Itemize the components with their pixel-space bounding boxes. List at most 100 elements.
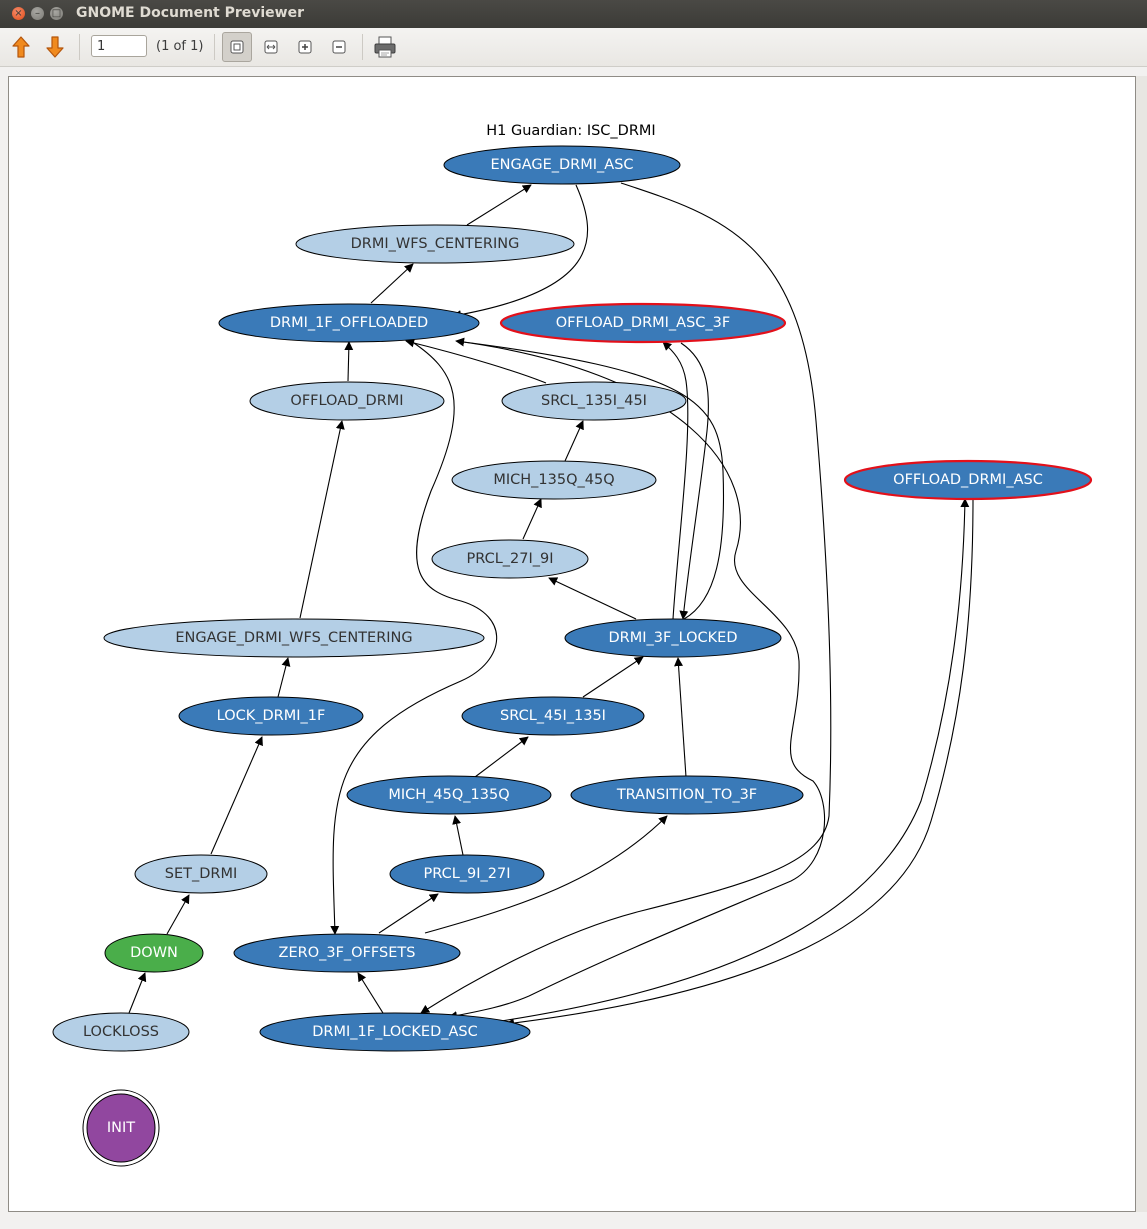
best-fit-button[interactable] [222,32,252,62]
node-drmi-1f-offloaded[interactable]: DRMI_1F_OFFLOADED [218,303,480,343]
node-label: MICH_135Q_45Q [493,472,614,488]
node-label: DRMI_1F_OFFLOADED [270,315,428,331]
edge-offload-asc-3f-3f-locked [679,342,709,620]
edge-mich-135q-srcl-135i [564,420,584,462]
node-label: DRMI_WFS_CENTERING [351,236,520,252]
edge-engage-wfs-offload-drmi [299,420,345,619]
edge-1f-locked-asc-zero-3f [357,972,384,1014]
zoom-in-button[interactable] [290,32,320,62]
node-init[interactable]: INIT [82,1089,160,1167]
node-offload-drmi[interactable]: OFFLOAD_DRMI [249,381,445,421]
node-label: DRMI_1F_LOCKED_ASC [312,1024,478,1040]
toolbar-separator [214,34,215,60]
edge-zero-3f-transition [424,815,668,934]
node-offload-drmi-asc[interactable]: OFFLOAD_DRMI_ASC [843,459,1093,501]
scrollbar-track[interactable] [1136,76,1147,1212]
node-label: OFFLOAD_DRMI_ASC [893,472,1043,488]
close-window-button[interactable]: × [12,7,25,20]
edge-engage-asc-1f-offloaded [452,184,589,320]
graph-title: H1 Guardian: ISC_DRMI [486,123,655,139]
edge-3f-locked-1f-offloaded [455,337,725,620]
node-mich-135q-45q[interactable]: MICH_135Q_45Q [451,460,657,500]
node-label: ZERO_3F_OFFSETS [279,945,416,961]
state-graph: H1 Guardian: ISC_DRMI ENGAGE_DR [52,123,1093,1167]
node-label: TRANSITION_TO_3F [616,787,757,803]
printer-icon [374,36,396,58]
node-label: INIT [107,1120,135,1136]
print-button[interactable] [370,32,400,62]
edge-transition-3f-locked [674,657,687,778]
node-transition-to-3f[interactable]: TRANSITION_TO_3F [570,775,804,815]
zoom-out-icon [332,40,346,54]
node-engage-drmi-wfs-centering[interactable]: ENGAGE_DRMI_WFS_CENTERING [103,618,485,658]
node-srcl-45i-135i[interactable]: SRCL_45I_135I [461,696,645,736]
node-label: LOCK_DRMI_1F [217,708,326,724]
edge-srcl-45i-3f-locked [582,656,644,698]
node-drmi-wfs-centering[interactable]: DRMI_WFS_CENTERING [295,224,575,264]
edge-offload-drmi-drmi-1f-offloaded [344,341,354,382]
previous-page-button[interactable] [6,32,36,62]
toolbar: (1 of 1) [0,28,1147,67]
node-label: MICH_45Q_135Q [388,787,509,803]
edge-zero-3f-prcl-9i [378,893,439,934]
node-down[interactable]: DOWN [104,933,204,973]
zoom-out-button[interactable] [324,32,354,62]
edge-mich-45q-srcl-45i [474,736,529,778]
node-zero-3f-offsets[interactable]: ZERO_3F_OFFSETS [233,933,461,973]
window-bottom-edge [8,1212,1136,1229]
edge-1f-offloaded-1f-locked-asc [448,340,826,1020]
edge-3f-locked-prcl-27i [548,577,637,620]
edge-srcl-135i-1f-offloaded [405,338,547,384]
node-label: DRMI_3F_LOCKED [608,630,737,646]
edge-down-set-drmi [166,894,190,935]
node-prcl-27i-9i[interactable]: PRCL_27I_9I [431,539,589,579]
page-count-label: (1 of 1) [156,39,204,54]
edge-lockloss-down [128,972,147,1014]
graph-edges [128,182,974,1028]
toolbar-separator [79,34,80,60]
edge-offload-asc-1f-locked-asc [505,498,974,1028]
node-label: PRCL_9I_27I [423,866,510,882]
minimize-window-button[interactable]: – [31,7,44,20]
node-label: ENGAGE_DRMI_ASC [490,157,633,173]
node-label: DOWN [130,945,178,961]
arrow-up-icon [12,36,30,58]
next-page-button[interactable] [40,32,70,62]
fit-width-icon [264,40,278,54]
best-fit-icon [230,40,244,54]
node-lockloss[interactable]: LOCKLOSS [52,1012,190,1052]
node-label: PRCL_27I_9I [466,551,553,567]
arrow-down-icon [46,36,64,58]
edge-prcl-27i-mich-135q [522,498,542,540]
edge-prcl-9i-mich-45q [452,815,464,856]
node-set-drmi[interactable]: SET_DRMI [134,854,268,894]
document-viewport[interactable]: H1 Guardian: ISC_DRMI ENGAGE_DR [8,76,1136,1212]
edge-3f-locked-offload-asc-3f [662,341,689,620]
node-mich-45q-135q[interactable]: MICH_45Q_135Q [346,775,552,815]
page-number-input[interactable] [91,35,147,57]
window-title: GNOME Document Previewer [76,5,305,21]
maximize-window-button[interactable]: □ [50,7,63,20]
node-label: SRCL_135I_45I [541,393,647,409]
fit-width-button[interactable] [256,32,286,62]
edge-wfs-centering-engage-asc [466,184,532,226]
edge-set-drmi-lock-drmi-1f [210,736,263,855]
title-bar: × – □ GNOME Document Previewer [0,0,1147,28]
node-lock-drmi-1f[interactable]: LOCK_DRMI_1F [178,696,364,736]
node-offload-drmi-asc-3f[interactable]: OFFLOAD_DRMI_ASC_3F [499,302,787,344]
node-label: SET_DRMI [165,866,238,882]
node-drmi-1f-locked-asc[interactable]: DRMI_1F_LOCKED_ASC [259,1012,531,1052]
node-label: OFFLOAD_DRMI [290,393,403,409]
edge-lock-drmi-1f-engage-wfs [277,657,291,698]
node-label: OFFLOAD_DRMI_ASC_3F [556,315,731,331]
edge-engage-asc-1f-locked-asc [420,182,832,1014]
node-drmi-3f-locked[interactable]: DRMI_3F_LOCKED [564,618,782,658]
toolbar-separator [362,34,363,60]
node-label: SRCL_45I_135I [500,708,606,724]
node-prcl-9i-27i[interactable]: PRCL_9I_27I [389,854,545,894]
node-engage-drmi-asc[interactable]: ENGAGE_DRMI_ASC [443,145,681,185]
edge-1f-offloaded-wfs-centering [370,263,414,304]
node-label: LOCKLOSS [83,1024,159,1040]
node-label: ENGAGE_DRMI_WFS_CENTERING [175,630,412,646]
node-srcl-135i-45i[interactable]: SRCL_135I_45I [501,381,687,421]
